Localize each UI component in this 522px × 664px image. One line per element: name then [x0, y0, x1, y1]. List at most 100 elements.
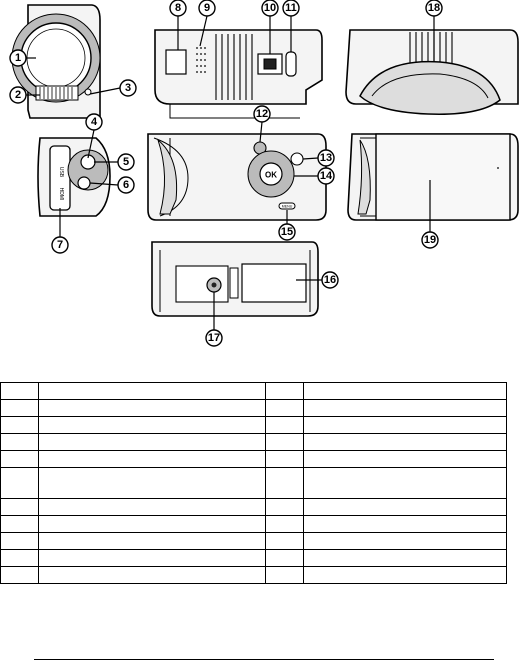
table-cell: [38, 498, 266, 516]
port-label-a: USB: [58, 167, 64, 178]
svg-text:14: 14: [320, 170, 333, 182]
view-back-controls: OK MENU: [147, 133, 327, 221]
table-row: [0, 566, 507, 584]
ok-button: [259, 162, 283, 186]
callout-13: 13: [317, 149, 335, 167]
view-strap-side: [345, 29, 519, 115]
callout-15: 15: [278, 223, 296, 241]
table-cell: [38, 416, 266, 434]
table-cell: [38, 382, 266, 400]
callout-10: 10: [261, 0, 279, 17]
view-front-lens: [11, 4, 101, 119]
svg-text:9: 9: [204, 2, 210, 14]
table-cell: [303, 382, 507, 400]
table-cell: [38, 566, 266, 584]
battery-door: [241, 263, 307, 303]
callout-14: 14: [317, 167, 335, 185]
table-cell: [303, 399, 507, 417]
table-cell: [38, 399, 266, 417]
view-bottom: [151, 241, 319, 317]
view-lcd-screen: [347, 133, 519, 221]
table-cell: [303, 549, 507, 567]
table-cell: [265, 549, 304, 567]
callout-5: 5: [117, 153, 135, 171]
callout-4: 4: [85, 113, 103, 131]
table-row: [0, 450, 507, 468]
callout-2: 2: [9, 86, 27, 104]
view-top-side: [154, 29, 323, 119]
port-cover: [285, 51, 297, 77]
table-cell: [265, 532, 304, 550]
table-cell: [265, 498, 304, 516]
table-row: [0, 416, 507, 434]
table-row: [0, 399, 507, 417]
table-cell: [303, 498, 507, 516]
ok-label: OK: [265, 171, 277, 180]
svg-text:5: 5: [123, 156, 129, 168]
table-cell: [303, 416, 507, 434]
svg-text:6: 6: [123, 179, 129, 191]
table-cell: [303, 433, 507, 451]
port-label-b: HDMI: [58, 188, 64, 201]
table-cell: [0, 566, 39, 584]
parts-table: [0, 382, 507, 584]
table-cell: [38, 433, 266, 451]
table-cell: [38, 515, 266, 533]
svg-text:18: 18: [428, 2, 440, 14]
callout-8: 8: [169, 0, 187, 17]
table-cell: [38, 532, 266, 550]
callout-3: 3: [119, 79, 137, 97]
table-cell: [265, 382, 304, 400]
svg-text:13: 13: [320, 152, 332, 164]
indicator-led: [84, 88, 92, 96]
svg-text:17: 17: [208, 332, 220, 344]
flash-grille: [35, 85, 79, 101]
footer-divider: [34, 659, 494, 660]
svg-text:16: 16: [324, 274, 336, 286]
table-cell: [0, 416, 39, 434]
callout-7: 7: [51, 236, 69, 254]
svg-text:2: 2: [15, 89, 21, 101]
table-cell: [0, 382, 39, 400]
table-row: [0, 433, 507, 451]
table-row: [0, 382, 507, 400]
button-block: [165, 49, 187, 75]
svg-text:15: 15: [281, 226, 293, 238]
table-cell: [303, 450, 507, 468]
svg-text:12: 12: [256, 108, 268, 120]
table-cell: [38, 450, 266, 468]
menu-button: [278, 202, 296, 210]
hand-strap: [359, 60, 501, 115]
table-cell: [265, 433, 304, 451]
view-side-ports: USB HDMI: [37, 137, 111, 217]
table-row: [0, 549, 507, 567]
callout-16: 16: [321, 271, 339, 289]
table-cell: [303, 467, 507, 499]
callout-6: 6: [117, 176, 135, 194]
table-cell: [303, 515, 507, 533]
lcd-panel: [375, 133, 511, 221]
table-cell: [0, 549, 39, 567]
table-cell: [0, 532, 39, 550]
svg-text:10: 10: [264, 2, 276, 14]
callout-18: 18: [425, 0, 443, 17]
callouts: 1 2 3 4 5 6 7 8 9 10 11 12 13 14 15 16 1…: [9, 0, 443, 347]
table-cell: [265, 450, 304, 468]
table-cell: [303, 532, 507, 550]
table-row: [0, 467, 507, 499]
table-row: [0, 515, 507, 533]
table-cell: [0, 515, 39, 533]
table-row: [0, 532, 507, 550]
table-cell: [0, 399, 39, 417]
table-cell: [303, 566, 507, 584]
callout-17: 17: [205, 329, 223, 347]
table-cell: [38, 467, 266, 499]
camcorder-diagram: USB HDMI OK MENU: [9, 0, 519, 347]
svg-text:1: 1: [15, 52, 21, 64]
svg-text:11: 11: [285, 2, 297, 14]
svg-text:8: 8: [175, 2, 181, 14]
svg-text:4: 4: [91, 116, 98, 128]
callout-19: 19: [421, 231, 439, 249]
callout-1: 1: [9, 49, 27, 67]
callout-11: 11: [282, 0, 300, 17]
